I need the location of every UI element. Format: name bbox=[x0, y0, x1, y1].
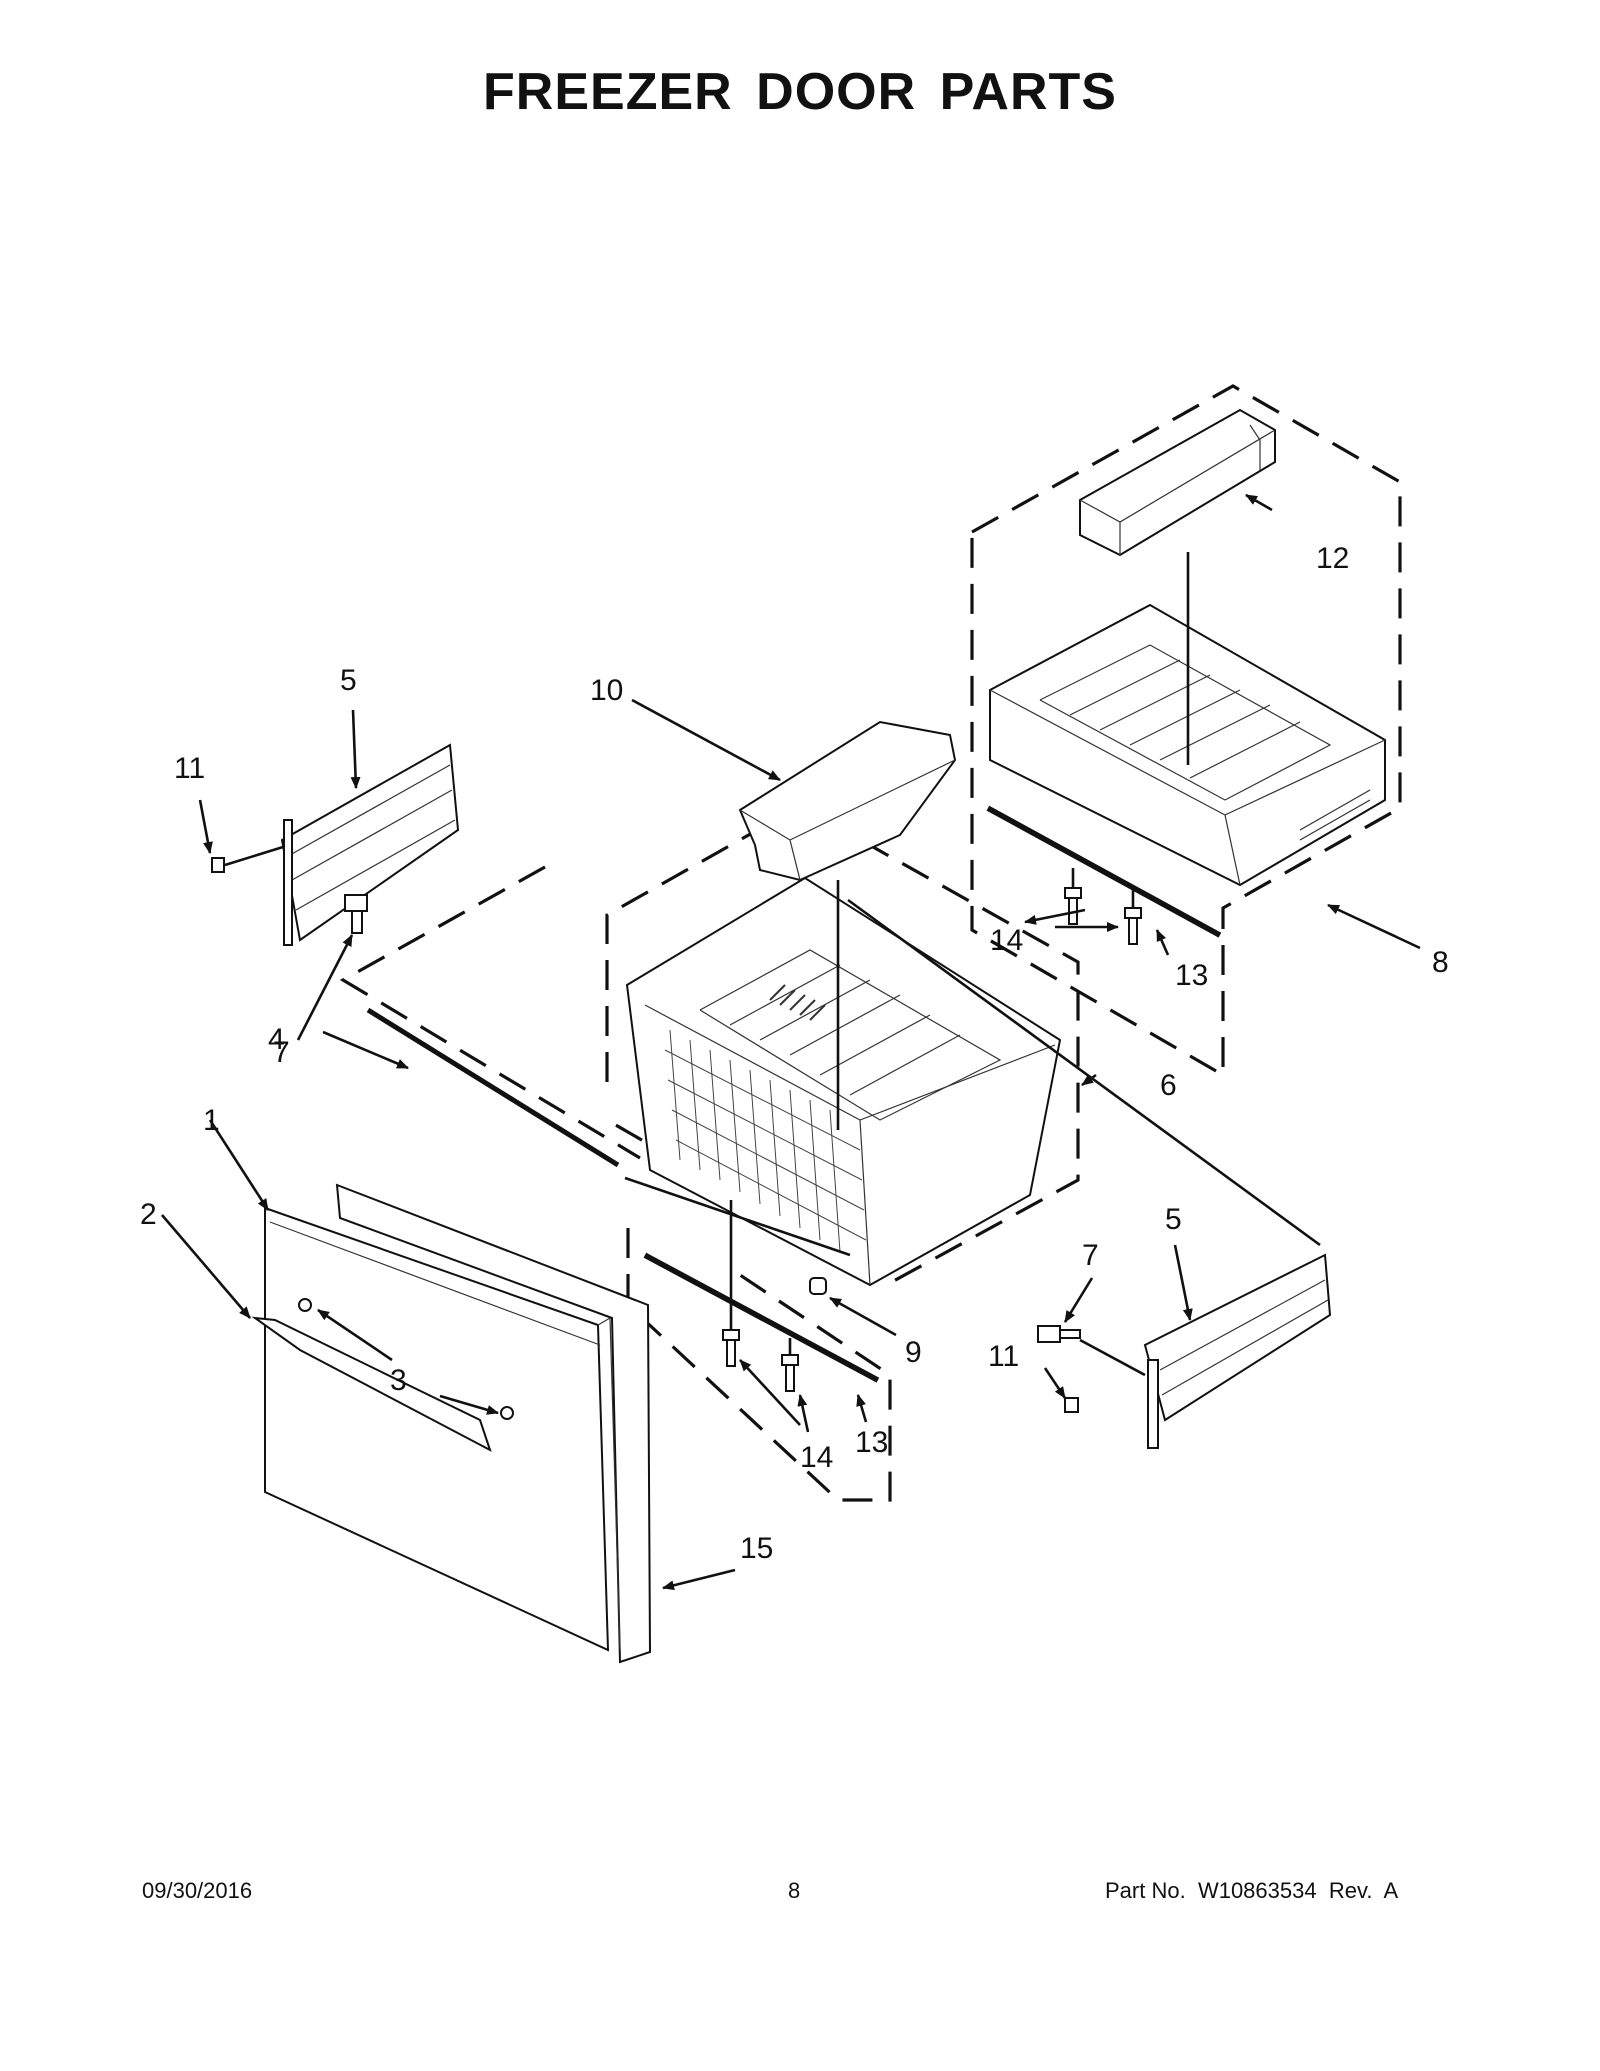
callout-7-left: 7 bbox=[273, 1036, 290, 1069]
upper-screws bbox=[1064, 868, 1142, 945]
freezer-door bbox=[251, 1183, 652, 1664]
page-title: FREEZER DOOR PARTS bbox=[483, 63, 1117, 121]
revision: Rev. A bbox=[1328, 1878, 1399, 1903]
lower-screws bbox=[722, 1200, 799, 1392]
callout-13-lower: 13 bbox=[855, 1426, 888, 1459]
callout-9: 9 bbox=[905, 1336, 922, 1369]
lower-rail-boundary bbox=[626, 1228, 892, 1502]
footer-part-number: Part No. W10863534 Rev. A bbox=[1105, 1878, 1398, 1904]
lower-basket bbox=[625, 876, 1062, 1287]
callout-10: 10 bbox=[590, 674, 623, 707]
callout-5-right: 5 bbox=[1165, 1203, 1182, 1236]
callout-5-left: 5 bbox=[340, 664, 357, 697]
rail-4 bbox=[366, 1007, 620, 1168]
callout-15: 15 bbox=[740, 1532, 773, 1565]
upper-rail bbox=[986, 804, 1223, 938]
lower-basket-boundary bbox=[605, 804, 1080, 1285]
clip-11-right bbox=[1064, 1397, 1079, 1413]
callout-11-left: 11 bbox=[174, 752, 205, 785]
callout-13-upper: 13 bbox=[1175, 959, 1208, 992]
lower-rail bbox=[643, 1251, 881, 1383]
callout-12: 12 bbox=[1316, 542, 1349, 575]
clip-11-left bbox=[211, 857, 225, 873]
upper-small-bin bbox=[1079, 408, 1276, 557]
callout-1: 1 bbox=[203, 1104, 220, 1137]
left-slide-boundary bbox=[339, 865, 641, 1160]
callout-14-lower: 14 bbox=[800, 1441, 833, 1474]
callout-11-right: 11 bbox=[988, 1340, 1019, 1373]
footer-page-number: 8 bbox=[788, 1878, 801, 1903]
callout-6: 6 bbox=[1160, 1069, 1177, 1102]
part-number-label: Part No. bbox=[1105, 1878, 1186, 1903]
callout-3: 3 bbox=[390, 1364, 407, 1397]
upper-basket-boundary bbox=[970, 384, 1402, 1078]
callout-4: 4 bbox=[268, 1023, 285, 1056]
callout-8: 8 bbox=[1432, 946, 1449, 979]
callout-14-upper: 14 bbox=[990, 924, 1023, 957]
callout-7-right: 7 bbox=[1082, 1239, 1099, 1272]
part-number-value: W10863534 bbox=[1197, 1878, 1317, 1903]
right-slide bbox=[1037, 1253, 1332, 1449]
left-slide bbox=[280, 743, 460, 946]
clip-9 bbox=[809, 1277, 827, 1295]
lower-small-bin bbox=[738, 720, 957, 882]
callout-2: 2 bbox=[140, 1198, 157, 1231]
leader-lines bbox=[161, 493, 1421, 1591]
footer-date: 09/30/2016 bbox=[142, 1878, 253, 1903]
callout-labels: 1 2 3 4 5 5 6 7 7 8 9 10 11 11 12 13 13 … bbox=[140, 542, 1449, 1565]
